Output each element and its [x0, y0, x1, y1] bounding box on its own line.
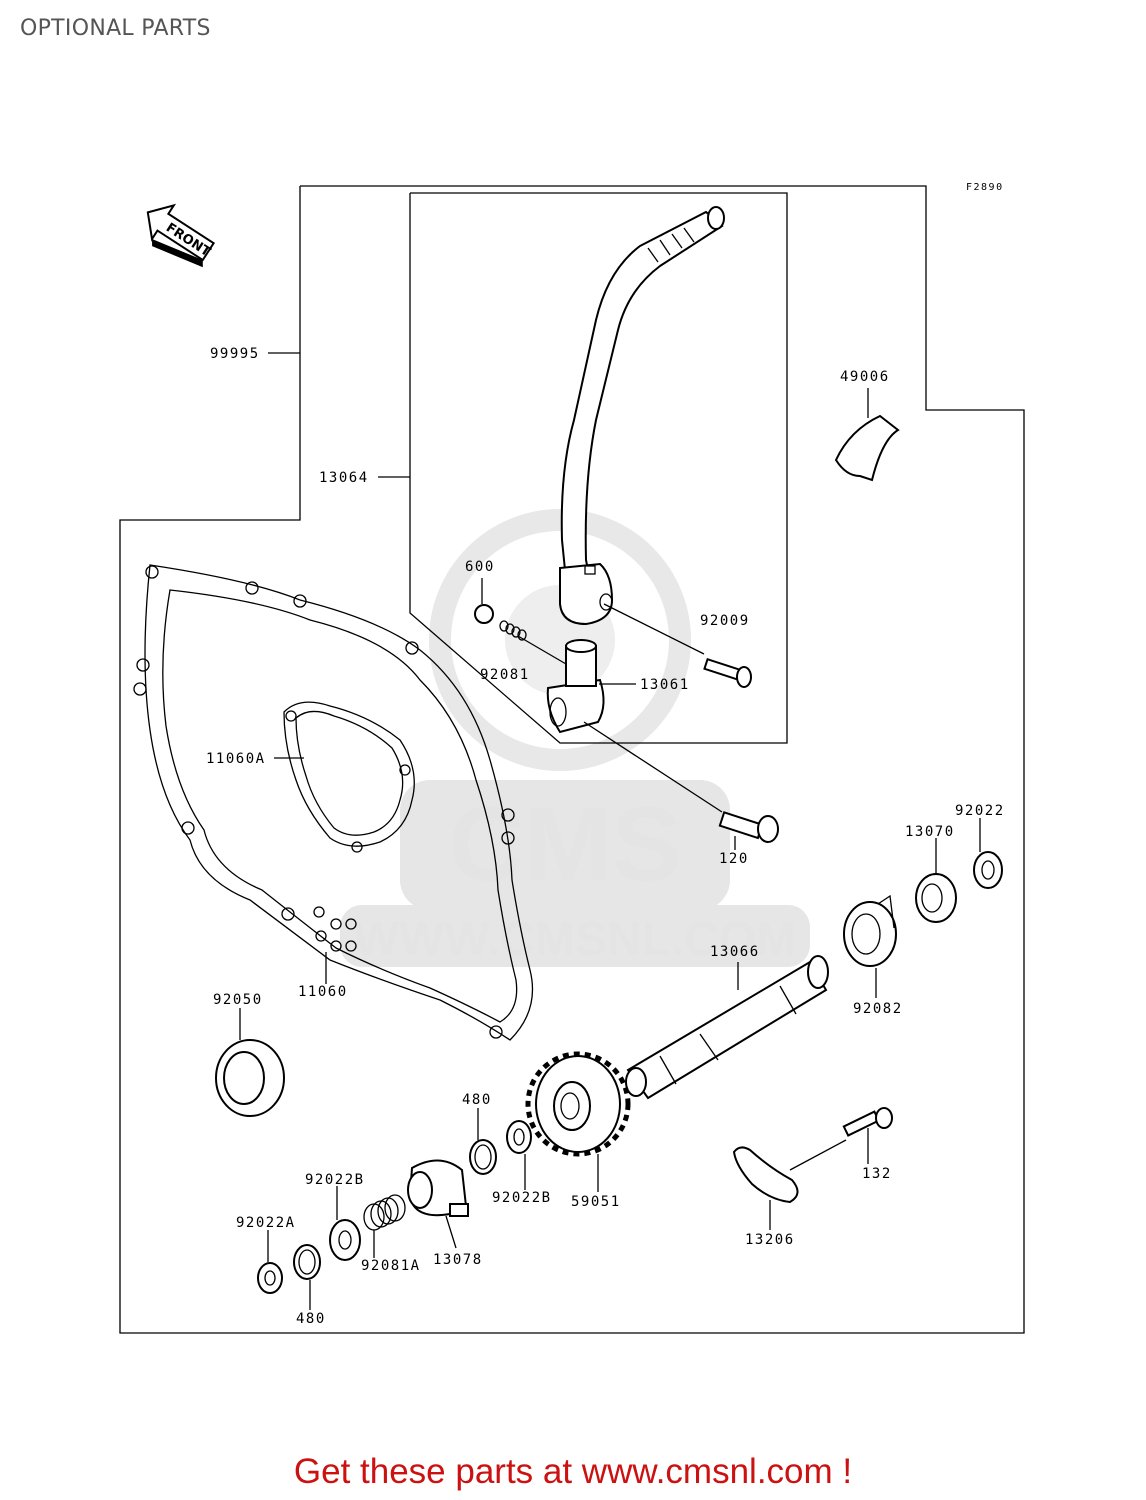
- small-spring: [499, 620, 527, 641]
- page-title: OPTIONAL PARTS: [20, 16, 211, 41]
- label-13070: 13070: [905, 824, 955, 840]
- washer-92022b-left: [329, 1219, 361, 1261]
- label-99995: 99995: [210, 346, 260, 362]
- outer-frame: [119, 185, 1025, 1334]
- kick-pedal-boss: [546, 639, 605, 734]
- label-92082: 92082: [853, 1001, 903, 1017]
- socket-bolt: [718, 811, 779, 843]
- washer-92022a: [257, 1262, 283, 1294]
- label-92081A: 92081A: [361, 1258, 421, 1274]
- label-59051: 59051: [571, 1194, 621, 1210]
- leader-lines: [239, 352, 981, 1310]
- label-13078: 13078: [433, 1252, 483, 1268]
- label-13206: 13206: [745, 1232, 795, 1248]
- oil-seal: [215, 1039, 285, 1117]
- label-92050: 92050: [213, 992, 263, 1008]
- guide-bolt: [842, 1107, 893, 1137]
- kick-shaft: [625, 955, 829, 1100]
- footer-promo-link[interactable]: Get these parts at www.cmsnl.com !: [293, 1452, 853, 1491]
- label-92022: 92022: [955, 803, 1005, 819]
- label-13064: 13064: [319, 470, 369, 486]
- kick-gear: [525, 1051, 631, 1157]
- kick-spring: [843, 894, 897, 967]
- small-gasket-inner: [295, 710, 404, 836]
- small-gasket: [283, 701, 415, 847]
- label-92022B-right: 92022B: [492, 1190, 552, 1206]
- watermark-brand: CMS: [448, 786, 681, 903]
- kick-pedal-frame: [409, 192, 788, 744]
- ratchet-guide-plate: [732, 1146, 799, 1204]
- label-11060A: 11060A: [206, 751, 266, 767]
- kick-pedal-lever: [559, 206, 725, 626]
- washer-92022: [973, 851, 1003, 889]
- steel-ball: [474, 604, 494, 624]
- figure-code: F2890: [966, 182, 1004, 193]
- circlip-upper: [469, 1139, 497, 1175]
- label-92081: 92081: [480, 667, 530, 683]
- label-92022A: 92022A: [236, 1215, 296, 1231]
- label-600: 600: [465, 559, 495, 575]
- small-gasket-hole: [351, 841, 363, 853]
- label-92009: 92009: [700, 613, 750, 629]
- spring-guide: [915, 873, 957, 923]
- ratchet-spring: [363, 1194, 406, 1231]
- label-480-lower: 480: [296, 1311, 326, 1327]
- cover-gasket-inner: [162, 589, 518, 1023]
- pedal-bolt: [703, 657, 752, 688]
- circlip-lower: [293, 1244, 321, 1280]
- label-132: 132: [862, 1166, 892, 1182]
- label-49006: 49006: [840, 369, 890, 385]
- washer-92022b-right: [506, 1120, 532, 1154]
- label-13066: 13066: [710, 944, 760, 960]
- watermark-url: WWW.CMSNL.COM: [354, 913, 797, 966]
- ratchet: [407, 1159, 469, 1217]
- label-11060: 11060: [298, 984, 348, 1000]
- front-arrow-icon: FRONT: [146, 203, 216, 268]
- label-92022B-left: 92022B: [305, 1172, 365, 1188]
- gasket-bolt-holes: [133, 565, 515, 1039]
- label-120: 120: [719, 851, 749, 867]
- label-480-upper: 480: [462, 1092, 492, 1108]
- label-13061: 13061: [640, 677, 690, 693]
- pedal-rubber-boot: [834, 414, 900, 482]
- small-gasket-hole: [399, 764, 411, 776]
- small-gasket-hole: [285, 710, 297, 722]
